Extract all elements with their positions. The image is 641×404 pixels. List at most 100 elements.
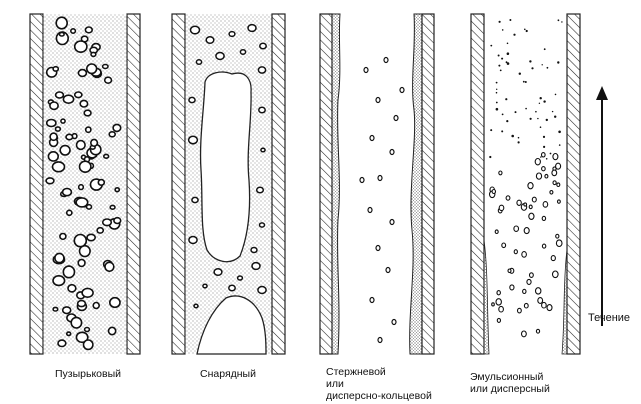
droplet bbox=[496, 108, 499, 111]
droplet bbox=[556, 234, 559, 238]
bubble bbox=[191, 26, 200, 34]
droplet bbox=[531, 67, 533, 69]
tube-bubbly bbox=[30, 14, 140, 354]
droplet bbox=[547, 305, 552, 311]
droplet bbox=[514, 250, 517, 254]
bubble bbox=[60, 234, 66, 240]
droplet bbox=[556, 163, 561, 169]
label-annular: Стержневой или дисперсно-кольцевой bbox=[326, 366, 432, 402]
bubble bbox=[50, 133, 57, 140]
droplet bbox=[376, 246, 380, 251]
droplet bbox=[505, 98, 507, 100]
droplet bbox=[556, 240, 562, 247]
droplet bbox=[536, 288, 541, 294]
label-bubbly: Пузырьковый bbox=[55, 368, 121, 380]
droplet bbox=[509, 19, 511, 21]
bubble bbox=[206, 37, 214, 43]
droplet bbox=[502, 243, 506, 248]
droplet bbox=[544, 48, 546, 50]
droplet bbox=[500, 70, 502, 72]
droplet bbox=[515, 111, 517, 113]
droplet bbox=[543, 202, 548, 208]
bubble bbox=[53, 307, 58, 311]
bubble bbox=[91, 139, 98, 146]
bubble bbox=[71, 317, 81, 328]
bubble bbox=[78, 70, 86, 77]
droplet bbox=[524, 228, 529, 234]
bubble bbox=[79, 185, 84, 190]
droplet bbox=[507, 62, 510, 65]
bubble bbox=[60, 146, 70, 155]
droplet bbox=[553, 154, 558, 160]
bubble bbox=[80, 100, 87, 107]
droplet bbox=[370, 136, 374, 141]
tube-slug bbox=[172, 14, 285, 354]
droplet bbox=[507, 43, 509, 45]
droplet bbox=[530, 118, 532, 120]
bubble bbox=[48, 152, 58, 161]
droplet bbox=[523, 81, 525, 83]
droplet bbox=[542, 153, 546, 157]
droplet bbox=[558, 200, 561, 203]
droplet bbox=[496, 92, 498, 94]
droplet bbox=[539, 103, 540, 104]
flow-arrow bbox=[596, 86, 608, 326]
droplet bbox=[535, 159, 540, 165]
droplet bbox=[542, 216, 545, 220]
droplet bbox=[496, 89, 497, 90]
droplet bbox=[542, 167, 546, 171]
bubble bbox=[238, 276, 243, 280]
bubble bbox=[93, 303, 99, 309]
bubble bbox=[113, 124, 121, 131]
droplet bbox=[524, 203, 527, 206]
bubble bbox=[216, 53, 224, 60]
label-line: Пузырьковый bbox=[55, 368, 121, 380]
bubble bbox=[104, 154, 109, 158]
droplet bbox=[400, 88, 404, 93]
droplet bbox=[370, 298, 374, 303]
bubble bbox=[47, 120, 56, 127]
tube-wall-right bbox=[272, 14, 285, 354]
bubble bbox=[91, 52, 96, 56]
bubble bbox=[194, 304, 198, 307]
droplet bbox=[540, 156, 541, 157]
bubble bbox=[63, 307, 71, 314]
bubble bbox=[50, 102, 58, 109]
bubble bbox=[63, 95, 73, 103]
droplet bbox=[498, 65, 500, 67]
bubble bbox=[53, 276, 65, 286]
bubble bbox=[251, 248, 257, 253]
bubble bbox=[61, 119, 65, 123]
droplet bbox=[542, 244, 545, 248]
droplet bbox=[499, 21, 501, 23]
droplet bbox=[390, 150, 394, 155]
droplet bbox=[384, 58, 388, 63]
droplet bbox=[522, 331, 527, 337]
droplet bbox=[511, 135, 514, 138]
droplet bbox=[522, 252, 527, 258]
bubble bbox=[80, 161, 91, 172]
droplet bbox=[558, 131, 561, 134]
label-slug: Снарядный bbox=[200, 368, 256, 380]
bubble bbox=[82, 288, 93, 297]
droplet bbox=[499, 171, 502, 175]
tube-wall-left bbox=[30, 14, 43, 354]
liquid-film-right bbox=[410, 14, 422, 354]
droplet bbox=[546, 119, 548, 121]
droplets bbox=[489, 19, 562, 337]
droplets bbox=[360, 58, 404, 343]
label-line: или дисперсный bbox=[470, 383, 550, 395]
droplet bbox=[530, 273, 534, 278]
label-emulsion: Эмульсионный или дисперсный bbox=[470, 371, 550, 395]
droplet bbox=[502, 114, 504, 116]
droplet bbox=[508, 269, 511, 273]
droplet bbox=[524, 303, 528, 308]
droplet bbox=[542, 302, 547, 308]
bubble bbox=[110, 205, 115, 209]
droplet bbox=[528, 183, 533, 189]
droplet bbox=[501, 58, 503, 60]
droplet bbox=[546, 158, 548, 160]
bubble bbox=[75, 92, 82, 98]
bubble bbox=[105, 77, 112, 83]
